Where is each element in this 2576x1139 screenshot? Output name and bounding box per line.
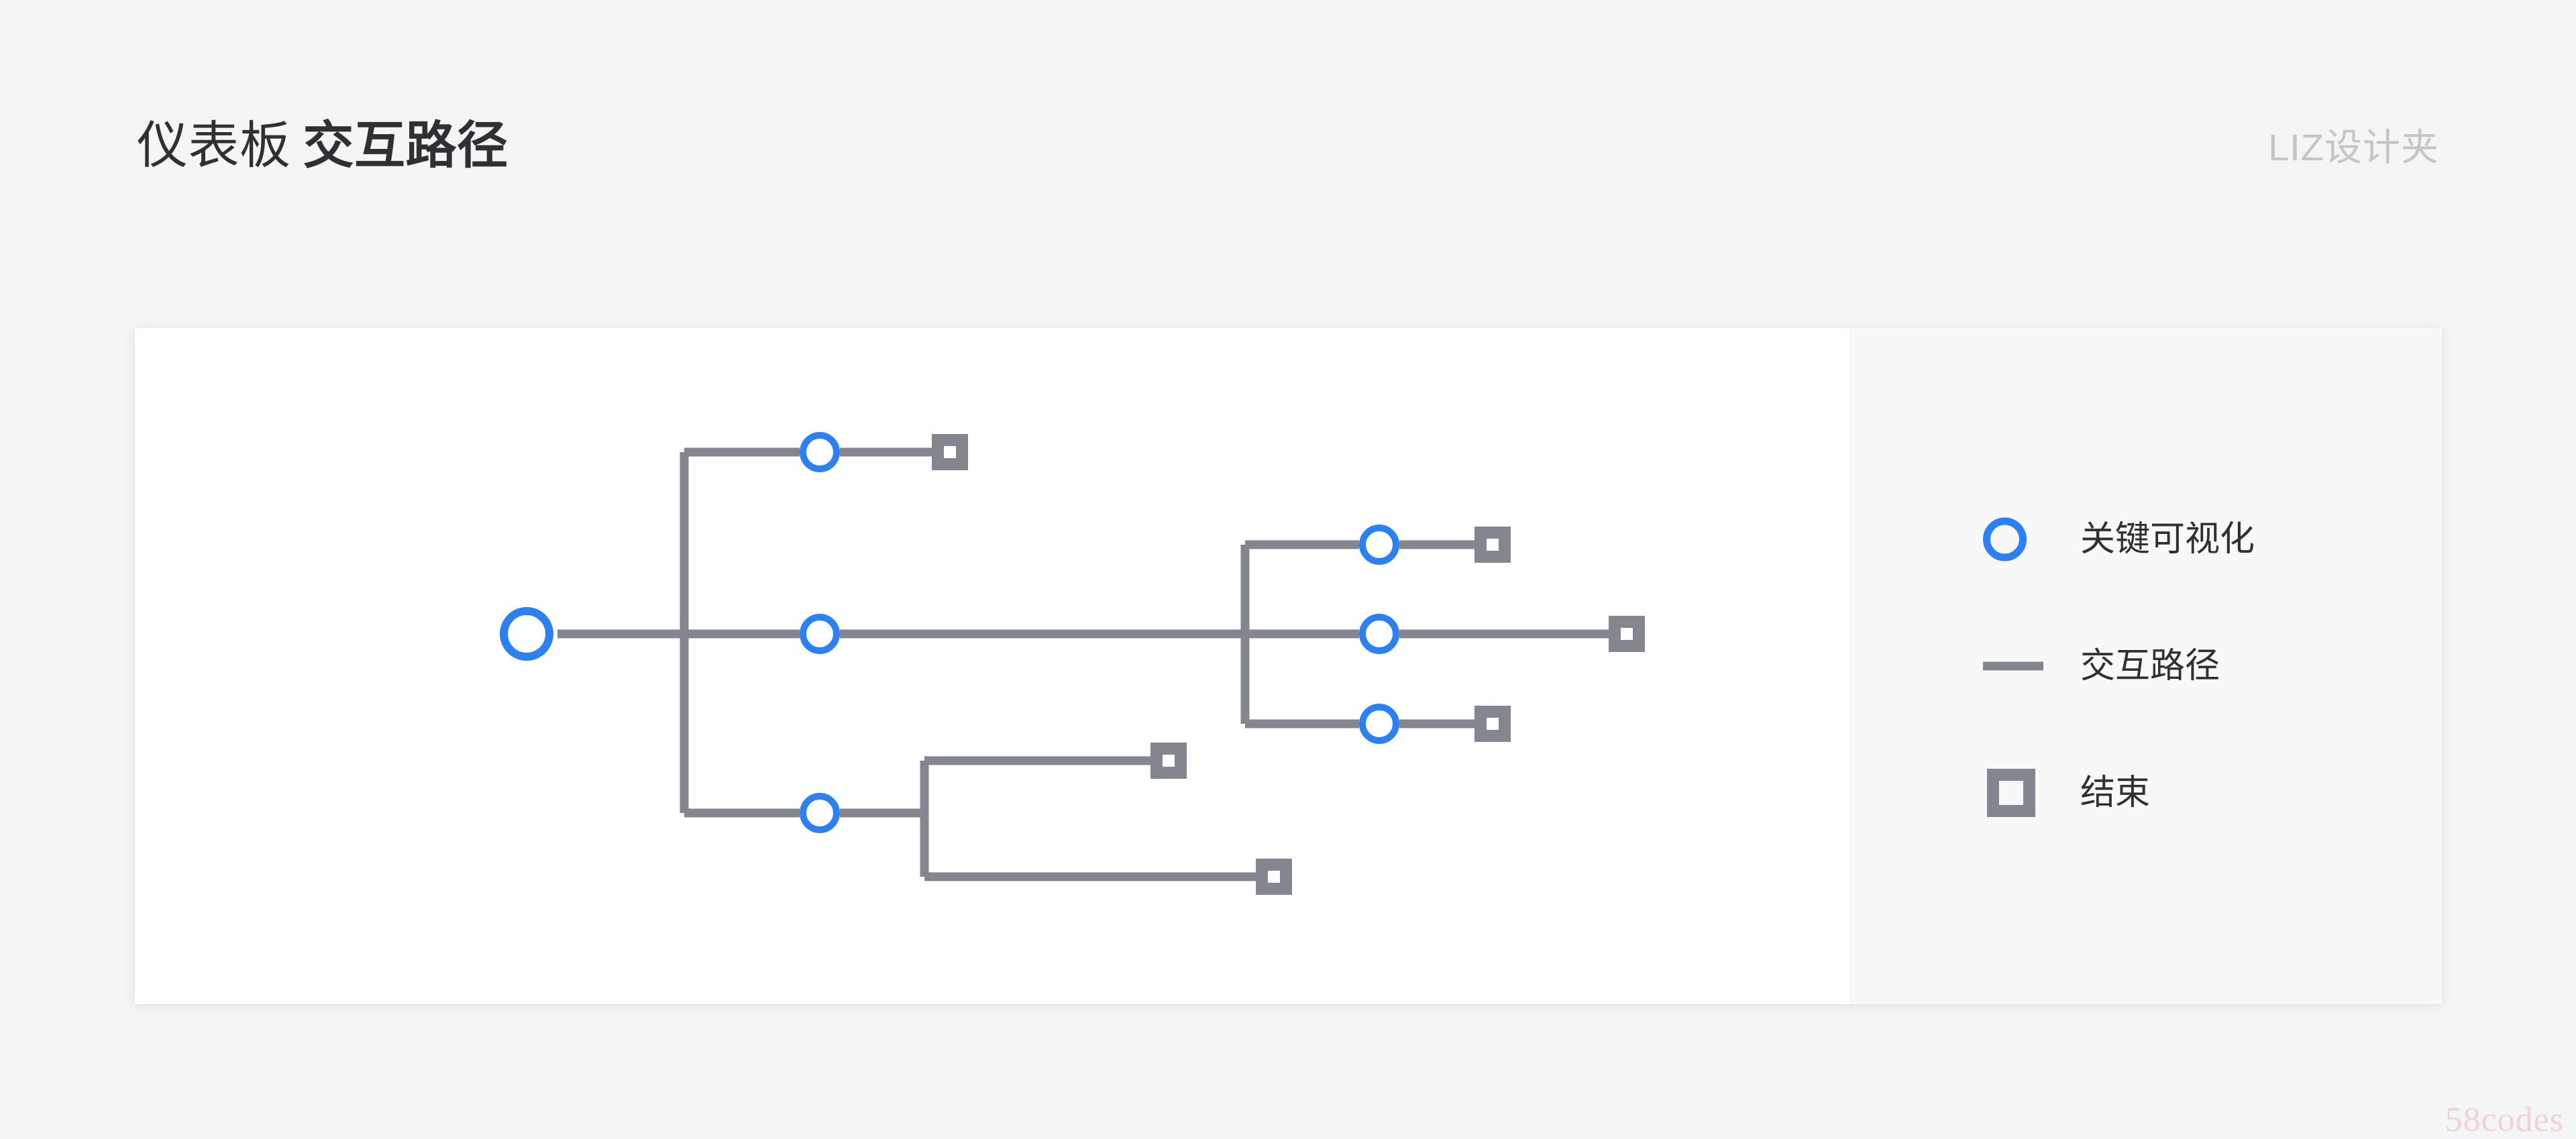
page-title-strong: 交互路径 bbox=[303, 117, 508, 174]
key-visualization-node[interactable] bbox=[1359, 614, 1399, 654]
end-node[interactable] bbox=[1474, 706, 1511, 742]
interaction-path-tree bbox=[500, 432, 1645, 895]
key-visualization-node[interactable] bbox=[500, 607, 553, 661]
legend-label-key-visualization: 关键可视化 bbox=[2080, 520, 2255, 559]
end-node[interactable] bbox=[1609, 616, 1645, 652]
interaction-path-card: 关键可视化 交互路径 结束 bbox=[135, 328, 2442, 1004]
path-edge bbox=[920, 756, 1157, 877]
circle-outline-icon bbox=[1983, 513, 2043, 565]
brand-mark: LIZ设计夹 bbox=[2268, 126, 2439, 168]
key-visualization-node[interactable] bbox=[1359, 525, 1399, 565]
page-title: 仪表板交互路径 bbox=[137, 121, 508, 172]
square-outline-icon bbox=[1983, 767, 2043, 819]
end-node[interactable] bbox=[1474, 527, 1511, 563]
legend-pane: 关键可视化 交互路径 结束 bbox=[1849, 328, 2442, 1004]
legend-list: 关键可视化 交互路径 结束 bbox=[1983, 513, 2255, 819]
end-node[interactable] bbox=[1150, 743, 1187, 779]
legend-item-end[interactable]: 结束 bbox=[1983, 767, 2255, 819]
key-visualization-node[interactable] bbox=[800, 793, 840, 833]
page-header: 仪表板交互路径 LIZ设计夹 bbox=[0, 0, 2576, 221]
node-layer bbox=[500, 432, 1645, 895]
legend-label-interaction-path: 交互路径 bbox=[2080, 647, 2220, 686]
end-node[interactable] bbox=[1256, 859, 1292, 895]
watermark: 58codes bbox=[2445, 1101, 2564, 1139]
diagram-pane bbox=[135, 328, 1849, 1004]
page-title-light: 仪表板 bbox=[137, 117, 291, 174]
legend-item-key-visualization[interactable]: 关键可视化 bbox=[1983, 513, 2255, 565]
end-node[interactable] bbox=[932, 434, 968, 470]
edge-layer bbox=[557, 447, 1615, 881]
legend-label-end: 结束 bbox=[2080, 773, 2151, 812]
key-visualization-node[interactable] bbox=[800, 614, 840, 654]
legend-item-interaction-path[interactable]: 交互路径 bbox=[1983, 640, 2255, 692]
line-segment-icon bbox=[1983, 640, 2043, 692]
key-visualization-node[interactable] bbox=[1359, 704, 1399, 744]
key-visualization-node[interactable] bbox=[800, 432, 840, 472]
